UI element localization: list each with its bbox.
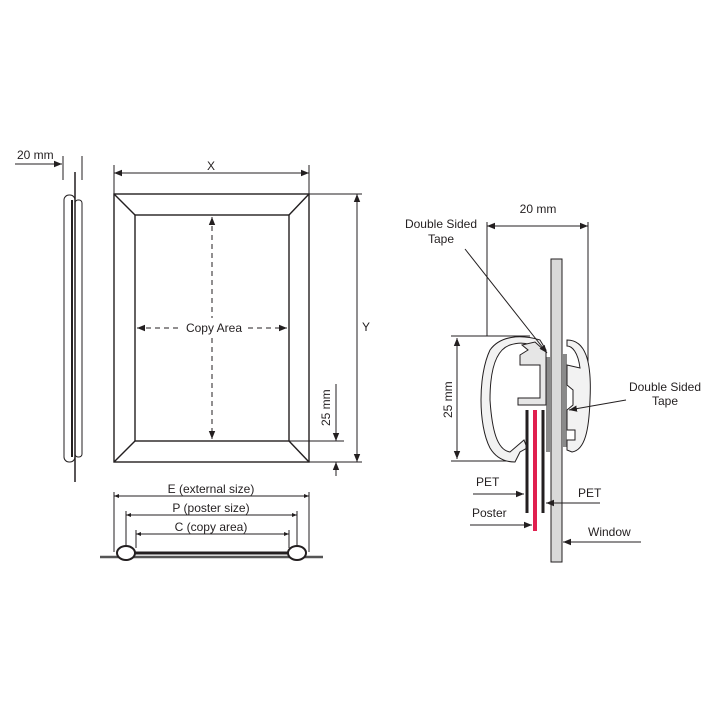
width-label: X: [207, 159, 215, 173]
poster-size-label: P (poster size): [172, 501, 249, 515]
window-glass: [550, 258, 563, 563]
pet-right-label: PET: [578, 486, 602, 500]
frame-inner: [134, 214, 290, 442]
poster-label: Poster: [472, 506, 507, 520]
tape-left-label-line2: Tape: [428, 232, 454, 246]
section-depth-label: 20 mm: [520, 202, 557, 216]
tape-right-label-line1: Double Sided: [629, 380, 701, 394]
tape-right-label-line2: Tape: [652, 394, 678, 408]
tape-left-label-line1: Double Sided: [405, 217, 477, 231]
copy-area-label: Copy Area: [186, 321, 242, 335]
plan-view: E (external size) P (poster size) C (cop…: [100, 482, 323, 561]
window-label: Window: [588, 525, 631, 539]
section-height-label: 25 mm: [441, 381, 455, 418]
side-view: 20 mm: [15, 148, 83, 482]
side-depth-label: 20 mm: [17, 148, 54, 162]
profile-right-icon: [287, 545, 307, 561]
side-profile-right: [74, 199, 83, 458]
front-view: X Y Copy Area 25 mm: [113, 159, 370, 476]
border-label: 25 mm: [319, 389, 333, 426]
copy-area-size-label: C (copy area): [175, 520, 248, 534]
tape-left: [546, 357, 551, 452]
section-view: 20 mm 25 mm Double Sided Tape Double Sid…: [405, 202, 701, 563]
pet-left-label: PET: [476, 475, 500, 489]
height-label: Y: [362, 320, 370, 334]
frame-outer: [113, 193, 310, 463]
profile-left-icon: [116, 545, 136, 561]
tape-right: [562, 354, 567, 447]
side-profile-left: [63, 194, 76, 463]
back-profile: [566, 339, 591, 453]
external-size-label: E (external size): [168, 482, 255, 496]
